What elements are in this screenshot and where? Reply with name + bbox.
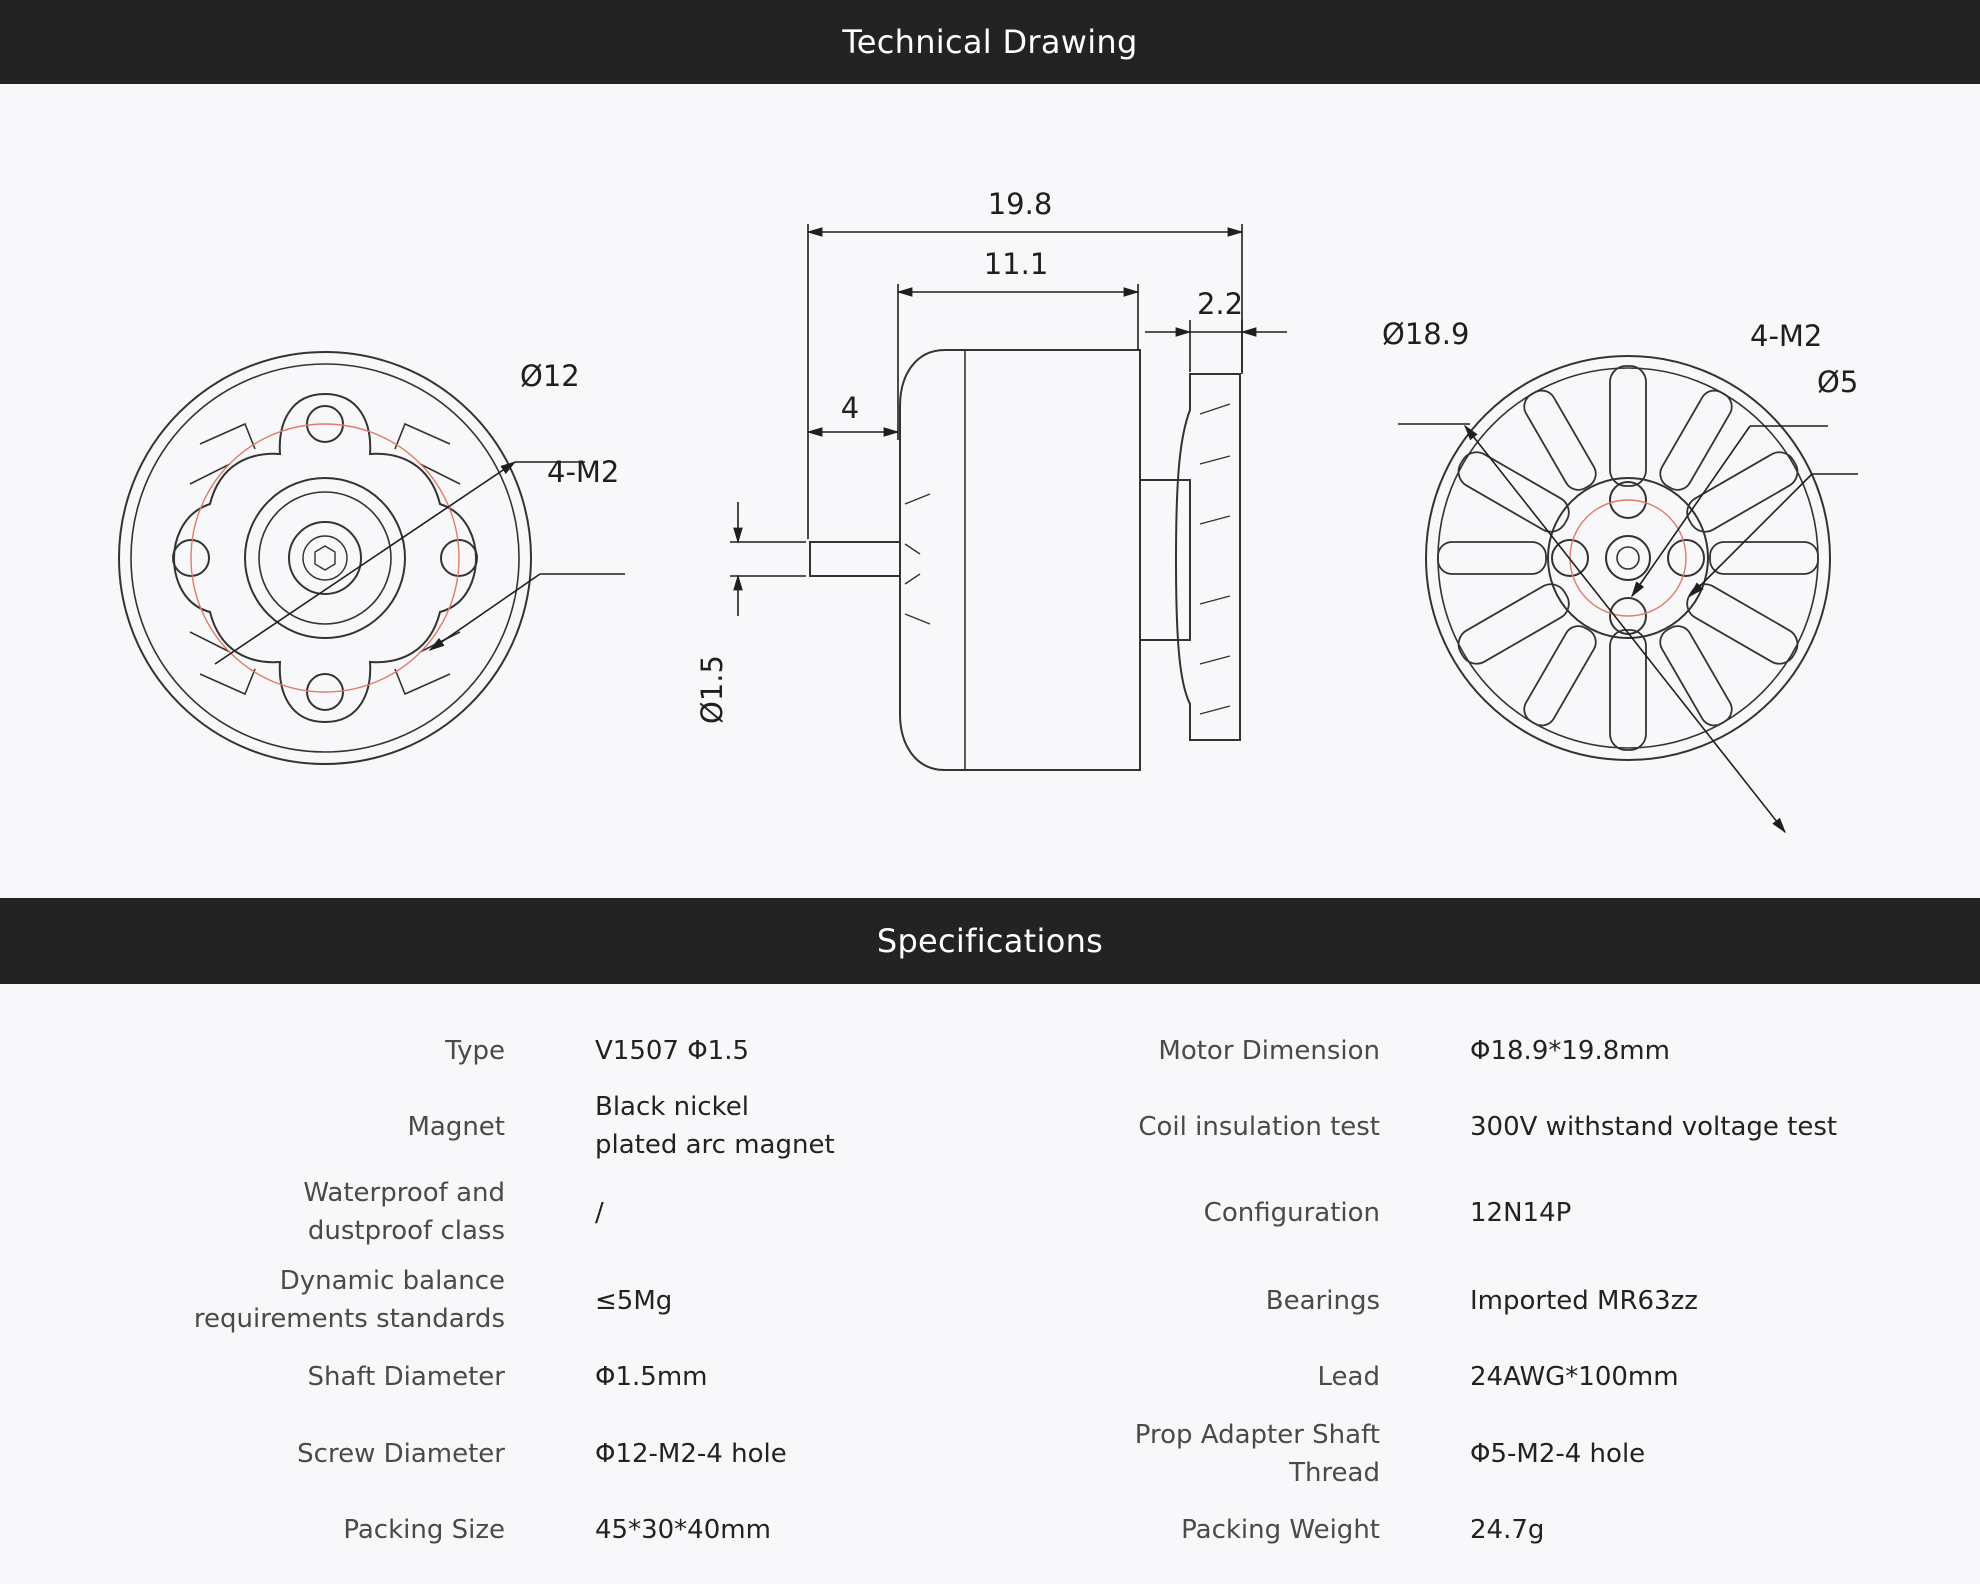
front-hole-left: [172, 539, 210, 577]
rear-spoke: [1523, 389, 1597, 491]
front-screw-label: 4-M2: [547, 455, 619, 489]
rear-outer-ring: [1425, 355, 1831, 761]
technical-drawing-header: Technical Drawing: [0, 0, 1980, 84]
spec-label-packing-weight: Packing Weight: [1181, 1515, 1380, 1545]
spec-label-shaft-diameter: Shaft Diameter: [307, 1362, 505, 1392]
spec-value-magnet: Black nickel plated arc magnet: [595, 1092, 835, 1160]
rear-spoke: [1659, 625, 1733, 727]
total-length-label: 19.8: [988, 187, 1053, 221]
spec-label-dynamic-balance: Dynamic balance requirements standards: [193, 1266, 505, 1334]
rear-screw-leader: [1631, 425, 1751, 598]
rear-spoke: [1523, 625, 1597, 727]
side-base: [1139, 479, 1191, 641]
front-hub-inner: [288, 521, 362, 595]
specifications-header: Specifications: [0, 898, 1980, 984]
rear-spoke: [1709, 541, 1819, 575]
rear-hole-leader: [1688, 473, 1813, 598]
spec-value-screw-diameter: Φ12-M2-4 hole: [595, 1439, 787, 1469]
rear-spoke: [1437, 541, 1547, 575]
spec-value-bearings: Imported MR63zz: [1470, 1286, 1698, 1316]
spec-label-screw-diameter: Screw Diameter: [297, 1439, 505, 1469]
front-pitch-circle: [190, 423, 460, 693]
rear-hole-label: Ø5: [1817, 365, 1858, 399]
spec-value-prop-adapter: Φ5-M2-4 hole: [1470, 1439, 1646, 1469]
spec-value-dynamic-balance: ≤5Mg: [595, 1286, 673, 1316]
rear-view: [1398, 355, 1858, 834]
spec-label-coil-insulation: Coil insulation test: [1138, 1112, 1380, 1142]
rear-screw-label: 4-M2: [1750, 319, 1822, 353]
spec-value-configuration: 12N14P: [1470, 1198, 1572, 1228]
front-inner-ring: [130, 363, 520, 753]
front-hole-right: [440, 539, 478, 577]
spec-value-packing-weight: 24.7g: [1470, 1515, 1545, 1545]
side-view: [809, 349, 1241, 771]
front-shaft-hex: [314, 545, 336, 571]
spec-value-coil-insulation: 300V withstand voltage test: [1470, 1112, 1838, 1142]
adapter-length-label: 2.2: [1197, 287, 1243, 321]
spec-value-motor-dimension: Φ18.9*19.8mm: [1470, 1036, 1670, 1066]
rear-shaft: [1605, 535, 1651, 581]
technical-drawing: Ø12 4-M2: [0, 84, 1980, 898]
shaft-diameter-label: Ø1.5: [695, 655, 729, 724]
drawing-canvas: Ø12 4-M2: [118, 187, 1858, 834]
front-outer-ring: [118, 351, 532, 765]
specifications-title: Specifications: [876, 922, 1104, 960]
spec-label-waterproof: Waterproof and dustproof class: [303, 1178, 505, 1246]
spec-value-packing-size: 45*30*40mm: [595, 1515, 771, 1545]
spec-label-magnet: Magnet: [407, 1112, 505, 1142]
spec-label-type: Type: [445, 1036, 505, 1066]
rear-spoke: [1659, 389, 1733, 491]
side-prop-adapter: [1174, 373, 1241, 741]
technical-drawing-title: Technical Drawing: [842, 23, 1138, 61]
spec-label-prop-adapter: Prop Adapter Shaft Thread: [1134, 1420, 1380, 1488]
front-hole-bottom: [306, 673, 344, 711]
spec-value-shaft-diameter: Φ1.5mm: [595, 1362, 708, 1392]
spec-label-motor-dimension: Motor Dimension: [1158, 1036, 1380, 1066]
side-shaft: [809, 541, 901, 577]
specifications-table: Type V1507 Φ1.5 Magnet Black nickel plat…: [0, 984, 1980, 1584]
shaft-extension-label: 4: [841, 391, 859, 425]
spec-label-lead: Lead: [1317, 1362, 1380, 1392]
side-dimensions: [730, 224, 1287, 616]
front-diameter-leader: [214, 461, 517, 665]
front-mount-plate: [172, 392, 478, 724]
side-bell: [899, 349, 1141, 771]
spec-label-bearings: Bearings: [1265, 1286, 1380, 1316]
body-length-label: 11.1: [984, 247, 1049, 281]
rear-diameter-leader: [1464, 424, 1786, 834]
spec-value-lead: 24AWG*100mm: [1470, 1362, 1679, 1392]
rear-hub: [1547, 477, 1709, 639]
front-hole-top: [306, 405, 344, 443]
rear-diameter-label: Ø18.9: [1382, 317, 1469, 351]
spec-label-packing-size: Packing Size: [343, 1515, 505, 1545]
front-diameter-label: Ø12: [520, 359, 580, 393]
front-screw-leader: [428, 573, 541, 651]
rear-spoke: [1609, 365, 1647, 487]
front-hub-outer: [244, 477, 406, 639]
front-view: [118, 351, 625, 765]
spec-label-configuration: Configuration: [1203, 1198, 1380, 1228]
spec-value-type: V1507 Φ1.5: [595, 1036, 750, 1066]
spec-value-waterproof: /: [595, 1198, 604, 1228]
